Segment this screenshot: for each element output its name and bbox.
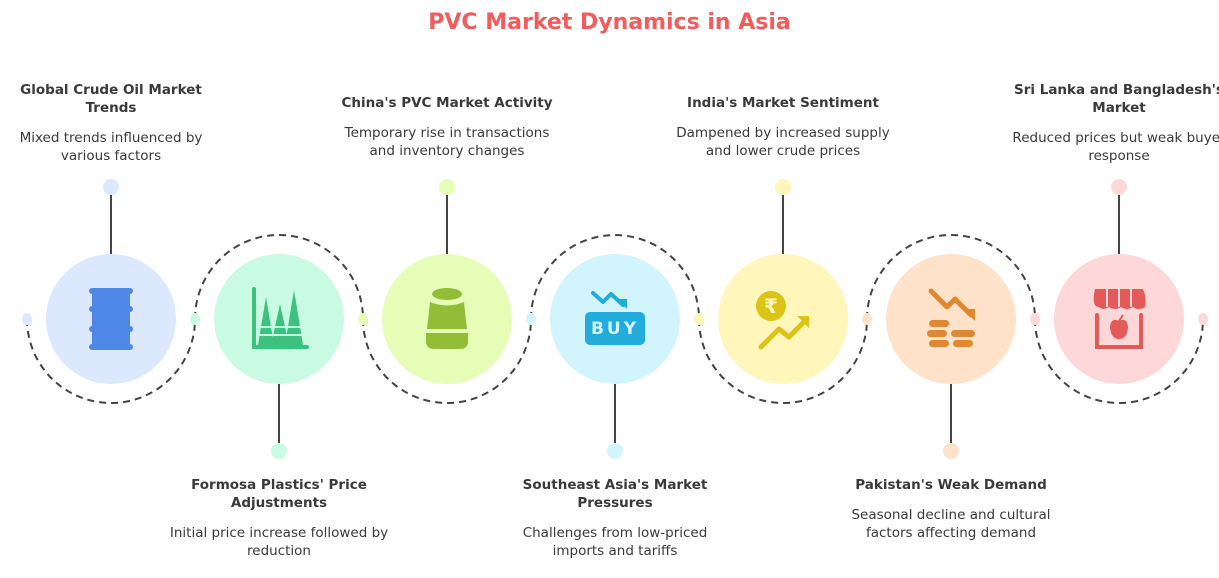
barrel-band bbox=[92, 311, 130, 329]
trend-line bbox=[928, 288, 974, 318]
coin-stack bbox=[927, 330, 947, 337]
step-node bbox=[1054, 179, 1184, 384]
container-icon bbox=[426, 288, 468, 349]
barrel-rim bbox=[89, 288, 133, 294]
connector-dot bbox=[526, 313, 536, 325]
step-description: Reduced prices but weak buyer response bbox=[1012, 130, 1219, 164]
connector-dot bbox=[358, 313, 368, 325]
peak-chart-icon bbox=[252, 287, 309, 349]
rupee-trend-up-icon: ₹ bbox=[756, 291, 810, 350]
step-heading: Global Crude Oil Market Trends bbox=[20, 82, 202, 116]
step-description: Challenges from low-priced imports and t… bbox=[522, 525, 708, 559]
step-node bbox=[46, 179, 176, 384]
coin-stack bbox=[953, 340, 973, 347]
step-heading: China's PVC Market Activity bbox=[341, 95, 553, 111]
trend-line bbox=[591, 291, 625, 307]
step-heading: Formosa Plastics' Price Adjustments bbox=[191, 477, 367, 511]
stem-dot bbox=[1111, 179, 1127, 195]
trend-line bbox=[758, 316, 810, 350]
connector-dot bbox=[694, 313, 704, 325]
step-description: Initial price increase followed by reduc… bbox=[169, 525, 389, 559]
barrel-rim bbox=[89, 306, 133, 312]
arrowhead bbox=[617, 299, 627, 309]
buy-label: BUY bbox=[591, 319, 639, 339]
step-description: Temporary rise in transactions and inven… bbox=[344, 125, 550, 159]
dashed-connector bbox=[866, 234, 1036, 320]
step-node: BUY bbox=[550, 254, 680, 459]
stem-dot bbox=[775, 179, 791, 195]
stem-dot bbox=[943, 443, 959, 459]
step-heading: Sri Lanka and Bangladesh's Market bbox=[1014, 82, 1219, 116]
barrel-rim bbox=[89, 344, 133, 350]
stem-dot bbox=[103, 179, 119, 195]
base bbox=[426, 333, 468, 349]
step-heading: Southeast Asia's Market Pressures bbox=[522, 477, 708, 511]
step-description: Mixed trends influenced by various facto… bbox=[19, 130, 203, 164]
arrowhead bbox=[797, 316, 809, 328]
coin-stack bbox=[951, 330, 975, 337]
lid bbox=[432, 288, 462, 300]
step-circle bbox=[1054, 254, 1184, 384]
step-description: Dampened by increased supply and lower c… bbox=[676, 125, 890, 159]
stem-dot bbox=[271, 443, 287, 459]
peaks bbox=[258, 290, 303, 345]
step-node bbox=[886, 254, 1016, 459]
step-node: ₹ bbox=[718, 179, 848, 384]
stripes bbox=[259, 326, 303, 336]
connector-dot bbox=[190, 313, 200, 325]
oil-barrel-icon bbox=[89, 288, 133, 350]
step-heading: India's Market Sentiment bbox=[687, 95, 879, 111]
dashed-connector bbox=[362, 318, 532, 404]
connector-dot bbox=[1030, 313, 1040, 325]
stem-dot bbox=[607, 443, 623, 459]
step-circle bbox=[718, 254, 848, 384]
dashed-connector bbox=[698, 318, 868, 404]
coin-stack bbox=[929, 320, 949, 327]
dashed-connector bbox=[530, 234, 700, 320]
apple-stem bbox=[1118, 314, 1124, 322]
buy-box bbox=[585, 312, 645, 345]
storefront-icon bbox=[1093, 289, 1146, 349]
dashed-connector bbox=[194, 234, 364, 320]
connector-dot bbox=[862, 313, 872, 325]
coin-stack bbox=[929, 340, 949, 347]
dashed-connector bbox=[1034, 318, 1204, 404]
barrel-rim bbox=[89, 326, 133, 332]
barrel-band bbox=[92, 291, 130, 309]
arrowhead bbox=[963, 309, 975, 321]
rupee-symbol: ₹ bbox=[764, 294, 778, 318]
awning-stripes bbox=[1106, 289, 1132, 307]
step-circle bbox=[886, 254, 1016, 384]
connector-dot bbox=[22, 313, 32, 325]
dashed-connector bbox=[26, 318, 196, 404]
step-node bbox=[214, 254, 344, 459]
axis bbox=[252, 287, 309, 349]
buy-trend-down-icon: BUY bbox=[585, 291, 645, 345]
store-frame bbox=[1095, 313, 1143, 349]
diagram-title: PVC Market Dynamics in Asia bbox=[428, 10, 791, 35]
apple bbox=[1110, 319, 1128, 339]
step-description: Seasonal decline and cultural factors af… bbox=[851, 507, 1051, 541]
coins-trend-down-icon bbox=[927, 288, 975, 347]
stem-dot bbox=[439, 179, 455, 195]
body bbox=[427, 302, 467, 329]
connector-dot bbox=[1198, 313, 1208, 325]
step-node bbox=[382, 179, 512, 384]
coin bbox=[756, 291, 786, 321]
step-heading: Pakistan's Weak Demand bbox=[855, 477, 1047, 493]
